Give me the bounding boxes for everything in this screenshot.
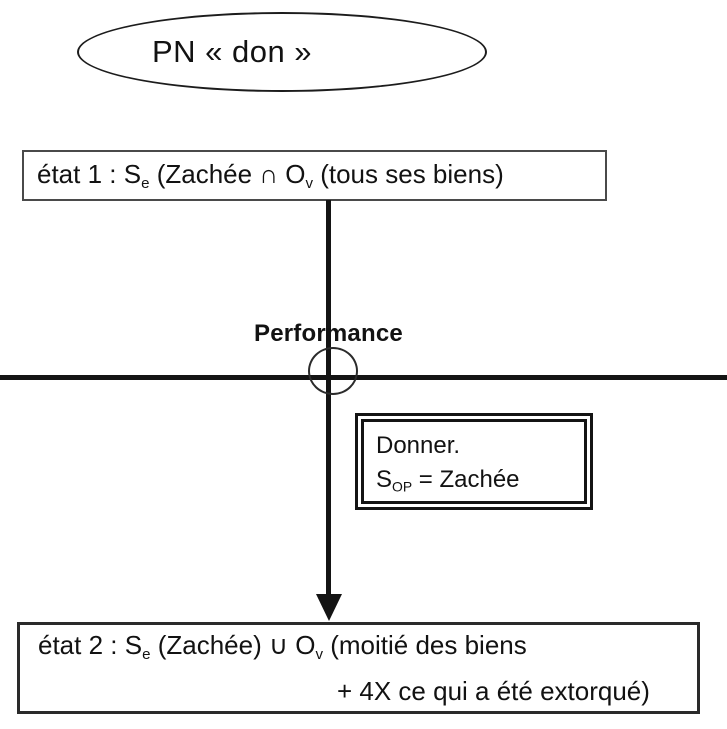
transformation-arrow-head [316, 594, 342, 621]
donner-action-box: Donner. SOP = Zachée [355, 413, 593, 510]
subscript-e: e [142, 645, 151, 663]
pn-don-ellipse: PN « don » [77, 12, 487, 92]
donner-action-box-inner: Donner. SOP = Zachée [361, 419, 587, 504]
transformation-arrow-line [326, 200, 331, 595]
subscript-e: e [141, 174, 150, 192]
state1-text: état 1 : Se (Zachée ∩ Ov (tous ses biens… [37, 159, 504, 192]
subscript-v: v [305, 174, 313, 192]
state2-line1: état 2 : Se (Zachée) ∪ Ov (moitié des bi… [38, 630, 527, 663]
donner-line1: Donner. [376, 432, 461, 459]
horizontal-axis-line [0, 375, 727, 380]
state2-line2: + 4X ce qui a été extorqué) [337, 675, 650, 706]
pn-don-label: PN « don » [151, 34, 313, 69]
donner-line2: SOP = Zachée [376, 466, 520, 495]
state2-box: état 2 : Se (Zachée) ∪ Ov (moitié des bi… [17, 622, 700, 714]
state1-box: état 1 : Se (Zachée ∩ Ov (tous ses biens… [22, 150, 607, 201]
performance-label: Performance [254, 320, 403, 347]
subscript-v: v [315, 645, 323, 663]
junction-circle [308, 347, 358, 395]
subscript-op: OP [392, 478, 413, 495]
